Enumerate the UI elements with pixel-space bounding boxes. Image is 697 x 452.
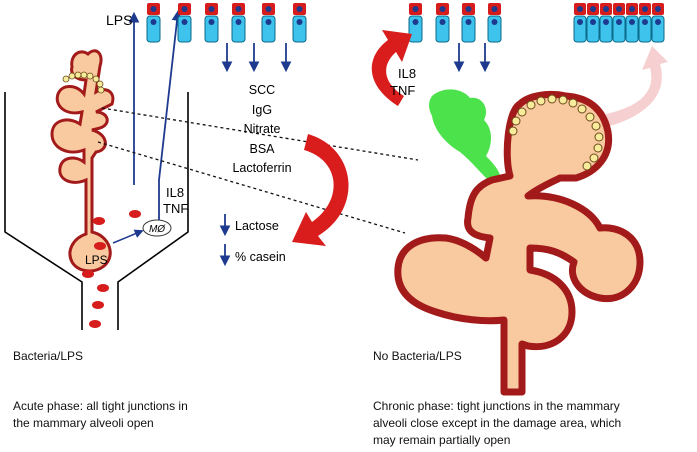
- right-alveolar-tree: [394, 90, 644, 396]
- epithelial-cell: [231, 3, 246, 43]
- epithelial-cell: [261, 3, 276, 43]
- epithelial-cell: [146, 3, 161, 43]
- marker-bsa: BSA: [249, 142, 275, 156]
- lps-top-label: LPS: [106, 12, 132, 28]
- left-epithelium: [146, 3, 307, 43]
- lps-bulb-label: LPS: [85, 253, 108, 267]
- epithelial-cell: [435, 3, 450, 43]
- acute-phase-caption: Acute phase: all tight junctions in the …: [13, 398, 188, 432]
- marker-lactoferrin: Lactoferrin: [232, 161, 291, 175]
- cytokine-curved-arrow: [371, 30, 412, 106]
- right-alveoli-tissue: [394, 90, 644, 396]
- right-condition-label: No Bacteria/LPS: [373, 349, 462, 363]
- cytokine-up-arrow-2: [158, 9, 183, 181]
- transition-arrow: [292, 134, 349, 246]
- tnf-left-label: TNF: [163, 201, 188, 216]
- bacteria: [82, 210, 141, 328]
- right-milk-cells: [508, 94, 604, 171]
- macrophage-arrow: [112, 229, 144, 244]
- lactose-label: Lactose: [235, 219, 279, 233]
- milk-marker-list: SCC IgG Nitrate BSA Lactoferrin: [232, 83, 291, 175]
- damage-area: [429, 89, 502, 186]
- acute-line-1: Acute phase: all tight junctions in: [13, 399, 188, 413]
- epithelial-cell: [292, 3, 307, 43]
- left-alveoli-tissue: [50, 49, 115, 273]
- epithelial-cell: [487, 3, 502, 43]
- right-leak-arrows: [453, 43, 491, 73]
- chronic-line-2: alveoli close except in the damage area,…: [373, 416, 622, 430]
- left-alveolar-tree: [50, 49, 115, 273]
- left-condition-label: Bacteria/LPS: [13, 349, 84, 363]
- left-milk-cells: [62, 71, 105, 94]
- epithelial-cell: [204, 3, 219, 43]
- il8-left-label: IL8: [166, 185, 184, 200]
- casein-label: % casein: [235, 250, 286, 264]
- chronic-line-1: Chronic phase: tight junctions in the ma…: [373, 399, 620, 413]
- faded-curved-arrow: [606, 46, 668, 126]
- tnf-right-label: TNF: [390, 83, 415, 98]
- acute-line-2: the mammary alveoli open: [13, 416, 154, 430]
- marker-scc: SCC: [249, 83, 275, 97]
- macrophage-label: MØ: [149, 224, 166, 235]
- epithelial-cell: [408, 3, 423, 43]
- zoom-lines: [97, 107, 419, 234]
- epithelial-cell: [177, 3, 192, 43]
- epithelial-cell: [461, 3, 476, 43]
- marker-igg: IgG: [252, 103, 272, 117]
- closed-epithelium: [573, 3, 665, 43]
- chronic-phase-caption: Chronic phase: tight junctions in the ma…: [373, 398, 621, 449]
- macrophage-cell: [142, 219, 172, 237]
- chronic-line-3: may remain partially open: [373, 433, 511, 447]
- gland-funnel: [4, 92, 189, 330]
- il8-right-label: IL8: [398, 66, 416, 81]
- leak-down-arrows: [221, 43, 292, 73]
- right-epithelium: [408, 3, 502, 43]
